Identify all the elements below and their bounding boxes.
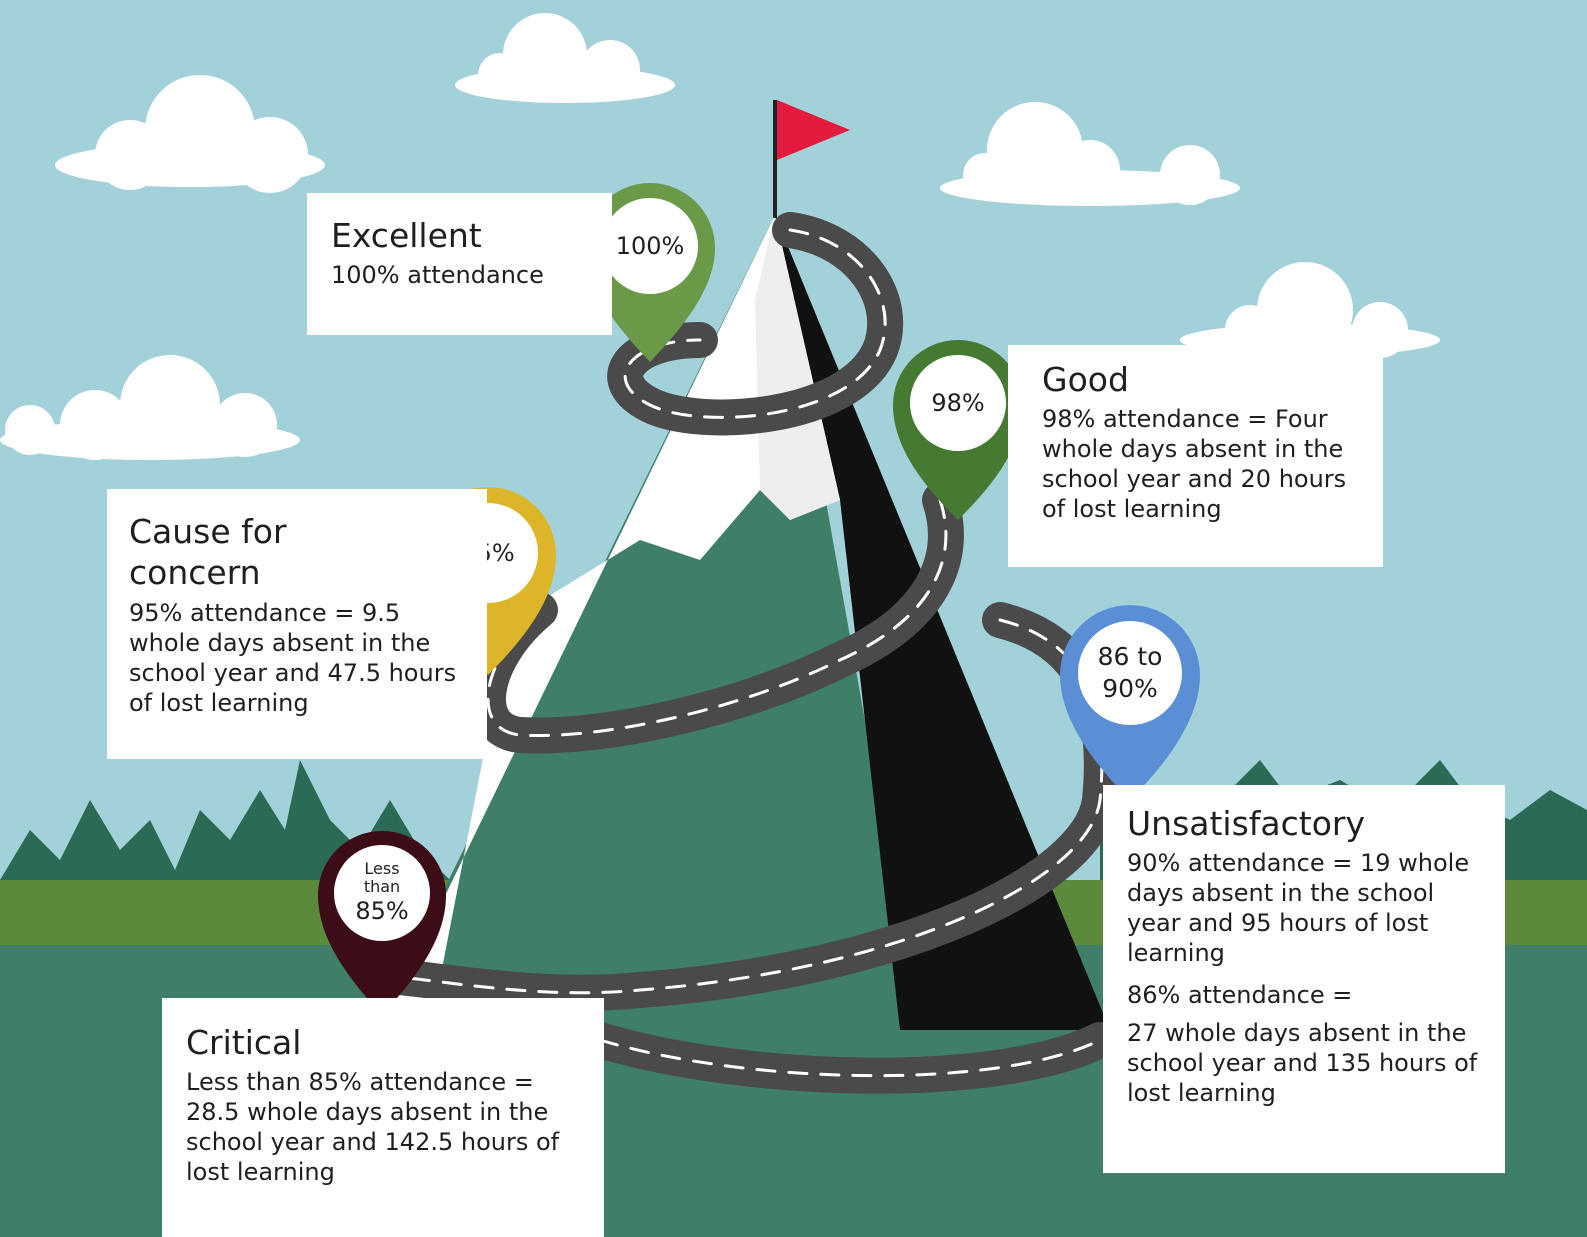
card-title: Excellent <box>331 216 482 255</box>
card-concern: Cause for concern 95% attendance = 9.5 w… <box>107 489 487 759</box>
card-good: Good 98% attendance = Four whole days ab… <box>1008 345 1383 567</box>
location-pin-icon <box>893 340 1023 520</box>
pin-label-good: 98% <box>910 383 1006 423</box>
pin-label-critical: Less than 85% <box>334 858 430 928</box>
card-extra-body: 27 whole days absent in the school year … <box>1127 1019 1478 1108</box>
winding-road <box>362 212 1120 1094</box>
card-unsatisfactory: Unsatisfactory 90% attendance = 19 whole… <box>1103 785 1505 1173</box>
pin-value: 100% <box>615 232 685 260</box>
card-title: Good <box>1042 360 1129 399</box>
cloud-icon <box>0 355 300 460</box>
card-excellent: Excellent 100% attendance <box>307 193 612 335</box>
mountain-shadow-side <box>775 215 1110 1030</box>
pin-value-line: 85% <box>355 897 409 925</box>
cloud-icon <box>940 102 1240 206</box>
location-pin-icon <box>1060 605 1200 800</box>
card-title: Unsatisfactory <box>1127 804 1365 843</box>
pin-value-line: 90% <box>1102 674 1158 703</box>
cloud-icon <box>55 75 325 193</box>
pin-label-excellent: 100% <box>602 226 698 266</box>
pin-value-line: 86 to <box>1097 642 1163 671</box>
card-critical: Critical Less than 85% attendance = 28.5… <box>162 998 604 1237</box>
card-title: Cause for concern <box>129 512 287 593</box>
card-title: Critical <box>186 1023 302 1062</box>
pin-label-unsatisfactory: 86 to 90% <box>1080 638 1180 708</box>
cloud-icon <box>455 13 675 103</box>
location-pin-icon <box>585 183 715 362</box>
location-pin-icon <box>318 831 446 1015</box>
pin-value-line: than <box>363 877 401 896</box>
card-body: 95% attendance = 9.5 whole days absent i… <box>129 598 457 717</box>
pin-value-line: Less <box>364 859 400 878</box>
card-body: 90% attendance = 19 whole days absent in… <box>1127 849 1470 968</box>
flag-icon <box>777 100 850 160</box>
pin-value: 98% <box>931 389 985 417</box>
card-body: 100% attendance <box>331 261 544 290</box>
card-body: 98% attendance = Four whole days absent … <box>1042 405 1347 524</box>
card-extra-heading: 86% attendance = <box>1127 981 1353 1010</box>
card-body: Less than 85% attendance = 28.5 whole da… <box>186 1068 560 1187</box>
snow-highlight <box>755 215 840 520</box>
